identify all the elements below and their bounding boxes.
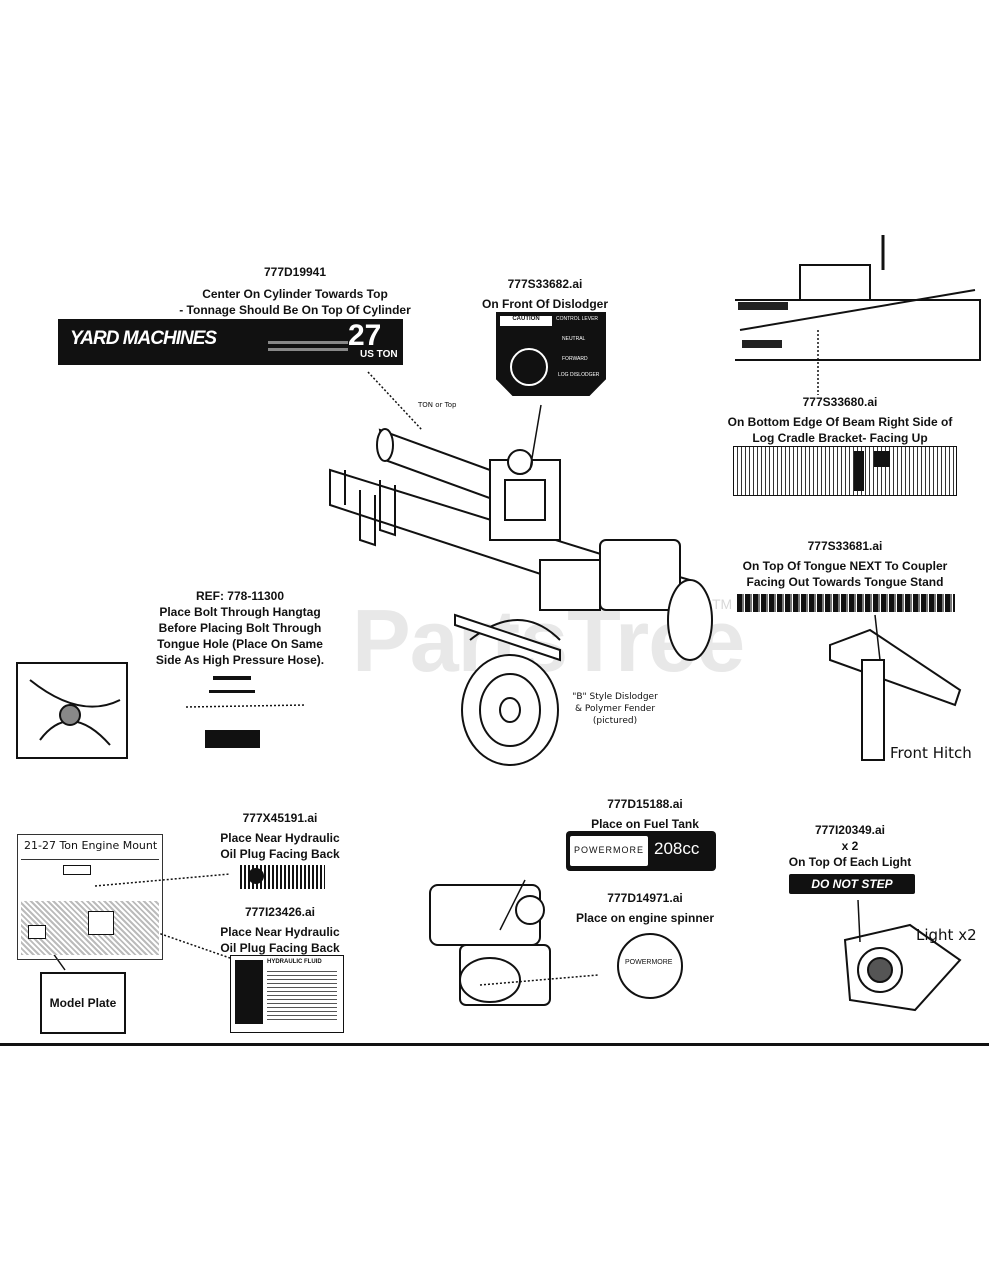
hyd2-fine-print	[267, 970, 337, 1020]
yard-decal-instruction-1: Center On Cylinder Towards Top	[202, 287, 388, 301]
oil-icon	[248, 868, 264, 884]
hyd2-instruction-1: Place Near Hydraulic	[220, 925, 340, 939]
beam-instruction-2: Log Cradle Bracket- Facing Up	[752, 431, 928, 445]
hyd2-decal: HYDRAULIC FLUID	[230, 955, 344, 1033]
bottom-divider	[0, 1043, 989, 1046]
part-number-hyd1: 777X45191.ai	[242, 811, 318, 825]
hyd2-instruction-2: Oil Plug Facing Back	[220, 941, 340, 955]
dislodger-style-note: "B" Style Dislodger & Polymer Fender (pi…	[560, 691, 670, 727]
beam-instruction-1: On Bottom Edge Of Beam Right Side of	[727, 415, 953, 429]
tonnage-unit: US TON	[360, 349, 398, 360]
spinner-decal: POWERMORE	[617, 933, 683, 999]
decal-placement-square	[88, 911, 114, 935]
hydraulic-fluid-title: HYDRAULIC FLUID	[267, 959, 322, 965]
part-number-beam: 777S33680.ai	[802, 395, 878, 409]
beam-warning-decal	[733, 446, 957, 496]
fuel-instruction: Place on Fuel Tank	[591, 817, 699, 831]
part-number-hyd2: 777I23426.ai	[244, 905, 316, 919]
step-quantity: x 2	[841, 839, 859, 853]
log-dislodger-label: LOG DISLODGER	[558, 372, 600, 378]
yard-machines-logo: YARD MACHINES	[70, 328, 217, 349]
engine-mount-title: 21-27 Ton Engine Mount	[24, 839, 158, 852]
spinner-instruction: Place on engine spinner	[575, 911, 715, 925]
powermore-logo: POWERMORE	[574, 845, 645, 855]
forward-label: FORWARD	[562, 356, 588, 362]
engine-mount-box: 21-27 Ton Engine Mount	[17, 834, 163, 960]
part-number-step: 777I20349.ai	[814, 823, 886, 837]
hyd1-instruction-2: Oil Plug Facing Back	[220, 847, 340, 861]
style-note-2: & Polymer Fender	[574, 704, 656, 714]
ton-or-top-note: TON or Top	[418, 401, 457, 409]
decal-fine-print-2	[268, 348, 348, 351]
part-number-fuel: 777D15188.ai	[607, 797, 683, 811]
powermore-fuel-decal: POWERMORE 208cc	[566, 831, 716, 871]
light-x2-label: Light x2	[916, 926, 977, 944]
dislodger-instruction: On Front Of Dislodger	[482, 297, 608, 311]
control-lever-label: CONTROL LEVER	[556, 316, 599, 322]
oil-level-icon	[235, 960, 263, 1024]
tongue-instruction-2: Facing Out Towards Tongue Stand	[746, 575, 944, 589]
tongue-instruction-1: On Top Of Tongue NEXT To Coupler	[742, 559, 948, 573]
model-plate-label: Model Plate	[40, 972, 126, 1034]
model-plate-placement	[28, 925, 46, 939]
tonnage-number: 27	[348, 319, 382, 352]
hangtag-instruction-2: Before Placing Bolt Through	[158, 621, 322, 635]
caution-label: CAUTION	[500, 316, 552, 326]
engine-mount-divider	[21, 859, 159, 860]
hangtag-ref: REF: 778-11300	[195, 589, 285, 603]
front-hitch-label: Front Hitch	[890, 744, 972, 762]
hyd1-instruction-1: Place Near Hydraulic	[220, 831, 340, 845]
decal-divider	[854, 451, 864, 491]
hyd1-decal	[240, 865, 325, 889]
warning-triangle-icon	[874, 451, 890, 467]
hangtag-instruction-3: Tongue Hole (Place On Same	[157, 637, 323, 651]
spinner-logo: POWERMORE	[625, 959, 673, 966]
hangtag-instruction-4: Side As High Pressure Hose).	[155, 653, 325, 667]
dislodger-decal: CAUTION CONTROL LEVER NEUTRAL FORWARD LO…	[496, 312, 606, 396]
do-not-step-text: DO NOT STEP	[811, 877, 893, 891]
watermark-trademark: TM	[712, 596, 733, 612]
neutral-label: NEUTRAL	[562, 336, 586, 342]
decal-fine-print	[268, 341, 348, 344]
hangtag-instruction-1: Place Bolt Through Hangtag	[159, 605, 321, 619]
part-number-yard-decal: 777D19941	[263, 265, 327, 279]
hydraulic-decal-placement	[63, 865, 91, 875]
part-number-dislodger: 777S33682.ai	[507, 277, 583, 291]
do-not-step-decal: DO NOT STEP	[789, 874, 915, 894]
hand-warning-icon	[510, 348, 548, 386]
style-note-1: "B" Style Dislodger	[572, 692, 658, 702]
part-number-spinner: 777D14971.ai	[607, 891, 683, 905]
engine-displacement: 208cc	[654, 839, 700, 858]
powermore-panel	[570, 836, 648, 866]
style-note-3: (pictured)	[592, 716, 638, 726]
tongue-decal-strip	[737, 594, 955, 612]
step-instruction: On Top Of Each Light	[788, 855, 912, 869]
yard-decal-instruction-2: - Tonnage Should Be On Top Of Cylinder	[179, 303, 411, 317]
yard-machines-decal: YARD MACHINES 27 US TON	[58, 319, 403, 365]
part-number-tongue: 777S33681.ai	[807, 539, 883, 553]
